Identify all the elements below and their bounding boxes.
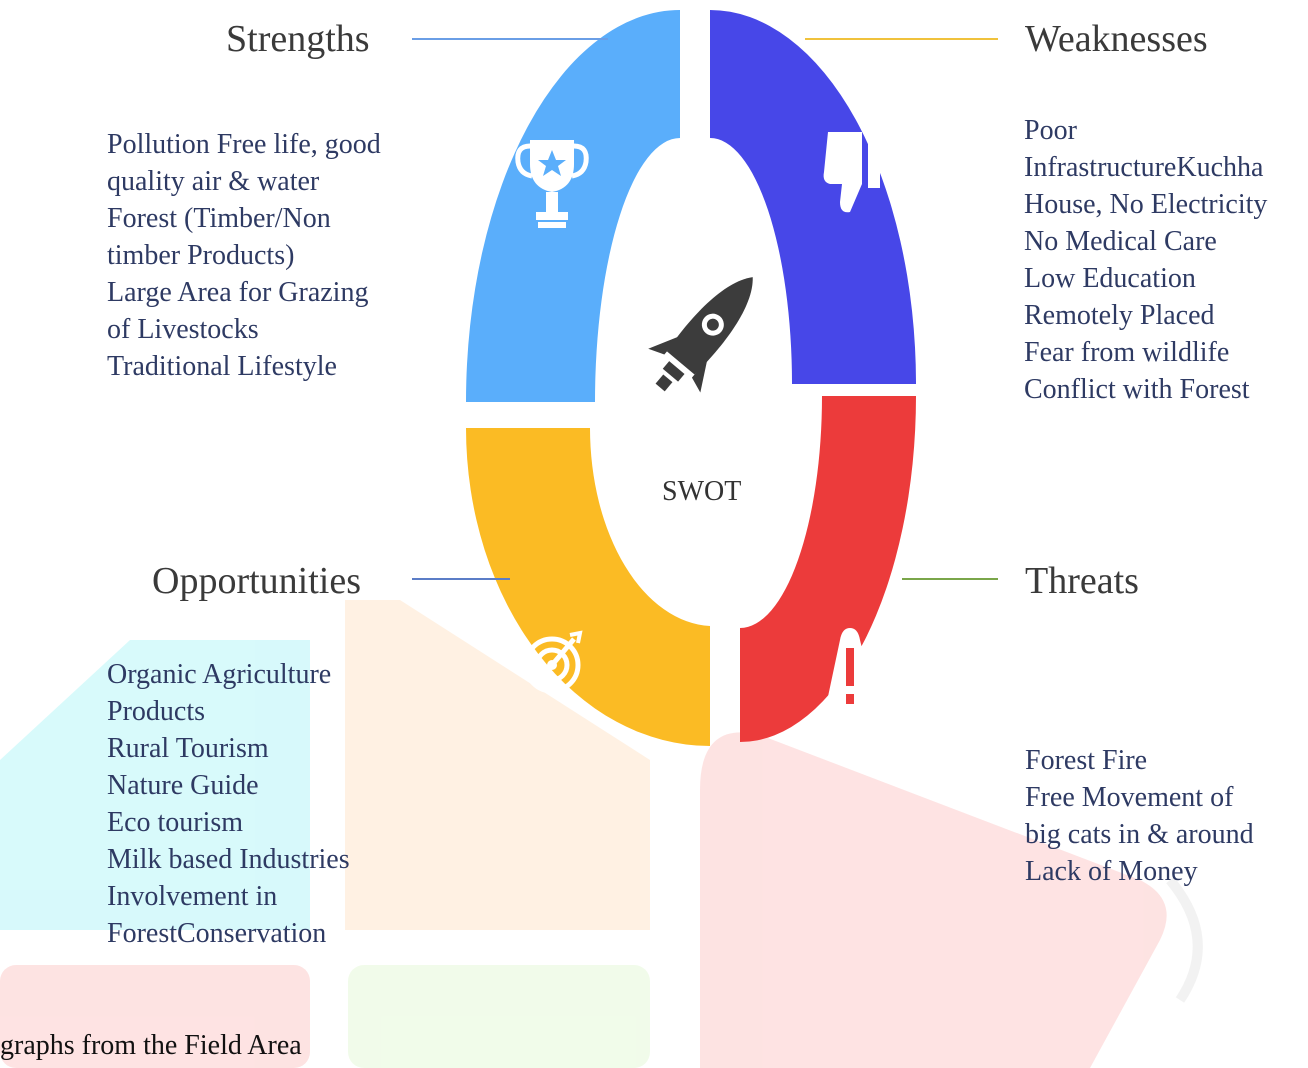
watermark-cyan-panel: [0, 640, 310, 930]
strengths-heading: Strengths: [226, 18, 370, 60]
rocket-icon: [648, 277, 753, 393]
list-item: Nature Guide: [107, 770, 259, 801]
list-item: big cats in & around: [1025, 819, 1254, 850]
weaknesses-heading: Weaknesses: [1025, 18, 1208, 60]
list-item: Forest (Timber/Non: [107, 203, 331, 234]
list-item: InfrastructureKuchha: [1024, 152, 1264, 183]
strengths-list: Pollution Free life, good quality air & …: [107, 126, 381, 385]
watermark-red-panel: [700, 732, 1167, 1068]
warning-icon: [825, 628, 876, 714]
watermark-red-tile: [0, 965, 310, 1068]
list-item: House, No Electricity: [1024, 189, 1268, 220]
watermark-orange-panel: [345, 600, 650, 930]
watermark-green-tile: [348, 965, 650, 1068]
list-item: Rural Tourism: [107, 733, 269, 764]
opportunities-list: Organic Agriculture Products Rural Touri…: [107, 656, 350, 952]
weaknesses-list: Poor InfrastructureKuchha House, No Elec…: [1024, 112, 1267, 408]
list-item: timber Products): [107, 240, 295, 271]
list-item: Low Education: [1024, 263, 1196, 294]
list-item: Remotely Placed: [1024, 300, 1215, 331]
list-item: quality air & water: [107, 166, 320, 197]
list-item: Products: [107, 696, 205, 727]
list-item: Free Movement of: [1025, 782, 1234, 813]
target-icon: [523, 630, 583, 694]
list-item: No Medical Care: [1024, 226, 1217, 257]
list-item: Involvement in: [107, 881, 278, 912]
list-item: Forest Fire: [1025, 745, 1148, 776]
strengths-segment: [466, 10, 680, 402]
threats-heading: Threats: [1025, 560, 1139, 602]
list-item: Milk based Industries: [107, 844, 350, 875]
list-item: Pollution Free life, good: [107, 129, 381, 160]
list-item: Lack of Money: [1025, 856, 1198, 887]
weaknesses-list-container: Poor InfrastructureKuchha House, No Elec…: [1024, 112, 1308, 422]
weaknesses-segment: [710, 10, 916, 384]
thumbs-down-icon: [823, 132, 880, 213]
threats-segment: [740, 396, 916, 742]
list-item: Traditional Lifestyle: [107, 351, 337, 382]
list-item: Poor: [1024, 115, 1077, 146]
list-item: Organic Agriculture: [107, 659, 332, 690]
opportunities-heading: Opportunities: [152, 560, 361, 602]
trophy-icon: [515, 140, 589, 228]
list-item: Eco tourism: [107, 807, 244, 838]
list-item: Conflict with Forest: [1024, 374, 1250, 405]
caption-text: graphs from the Field Area: [0, 1030, 302, 1061]
threats-list: Forest Fire Free Movement of big cats in…: [1025, 742, 1254, 890]
list-item: ForestConservation: [107, 918, 327, 949]
opportunities-segment: [466, 428, 710, 746]
list-item: Fear from wildlife: [1024, 337, 1230, 368]
watermark-arc: [1166, 876, 1203, 1003]
list-item: of Livestocks: [107, 314, 259, 345]
list-item: Large Area for Grazing: [107, 277, 369, 308]
swot-center-label: SWOT: [662, 476, 742, 507]
